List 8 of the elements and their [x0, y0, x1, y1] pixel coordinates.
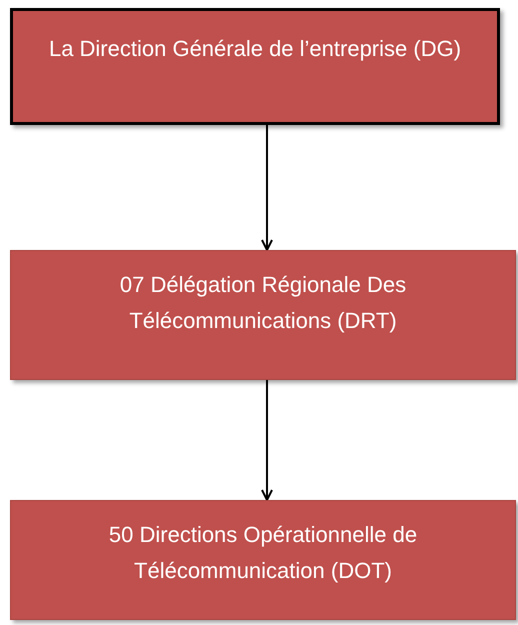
- process-box: [10, 500, 516, 620]
- process-box: [10, 250, 516, 380]
- box-label: 07 Délégation Régionale Des Télécommunications (DRT): [118, 271, 408, 335]
- process-box: [10, 8, 500, 125]
- box-label: 50 Directions Opérationnelle de Télécommunication (DOT): [108, 521, 418, 585]
- arrow: [261, 125, 273, 251]
- arrow: [261, 380, 273, 501]
- box-label: La Direction Générale de l’entreprise (DG): [48, 35, 462, 63]
